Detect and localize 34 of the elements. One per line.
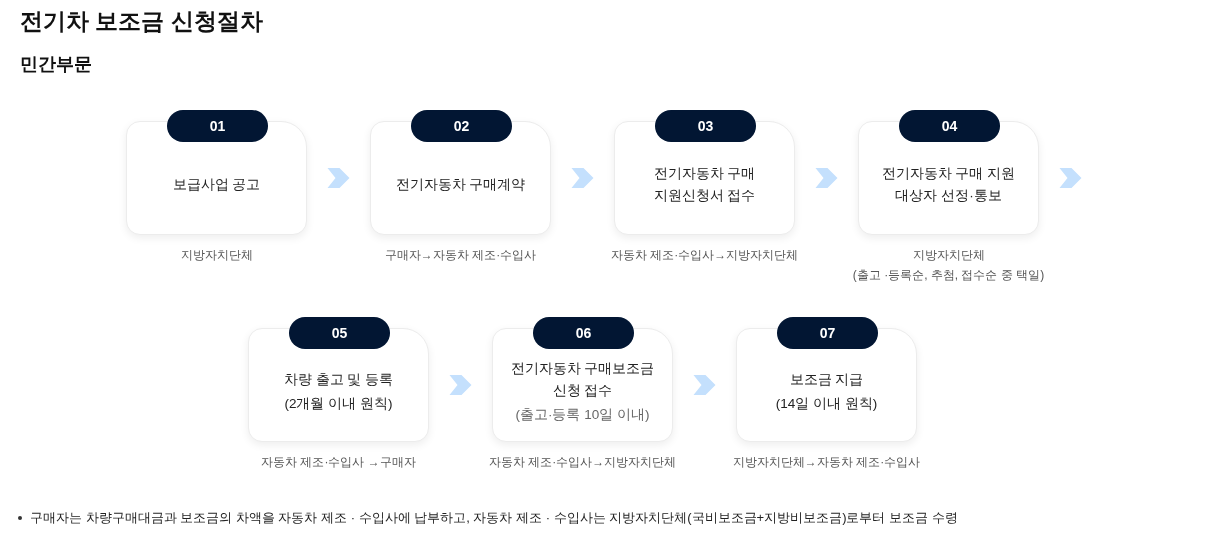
step-owner-text: 자동차 제조·수입사→지방자치단체 [488,454,677,471]
chevron-arrow [327,168,350,188]
step-number-badge: 01 [167,110,268,142]
step-note: (2개월 이내 원칙) [284,395,393,413]
chevron-arrow [449,375,472,395]
step-title: 보급사업 공고 [172,176,261,194]
step-number-badge: 07 [777,317,878,349]
step-number-badge: 04 [899,110,1000,142]
footnote-text: 구매자는 차량구매대금과 보조금의 차액을 자동차 제조 · 수입사에 납부하고, 자동차 제조 · 수입사는 지방자치단체(국비보조금+지방비보조금)로부터 보조금 수령 [30,509,958,527]
step-number-badge: 06 [533,317,634,349]
chevron-arrow [571,168,594,188]
step-note: (출고·등록 10일 이내) [515,406,650,424]
step-owner-text: 자동차 제조·수입사→지방자치단체 [610,247,799,264]
step-owner-text: 지방자치단체 [912,247,985,264]
step-title: 차량 출고 및 등록 [283,371,394,389]
step-title: 보조금 지급 [789,371,864,389]
section-heading: 민간부문 [20,53,92,76]
step-owner-text: (출고 ·등록순, 추첨, 접수순 중 택일) [852,267,1045,284]
step-number-badge: 05 [289,317,390,349]
chevron-arrow [815,168,838,188]
step-title: 전기자동차 구매 지원 대상자 선정·통보 [880,165,1017,205]
page-title: 전기차 보조금 신청절차 [20,7,263,36]
step-title: 전기자동차 구매보조금 신청 접수 [509,360,656,400]
step-owner-text: 자동차 제조·수입사 →구매자 [261,454,416,471]
step-number-badge: 03 [655,110,756,142]
step-owner-text: 지방자치단체 [180,247,253,264]
step-owner-text: 구매자→자동차 제조·수입사 [384,247,537,264]
step-title: 전기자동차 구매 지원신청서 접수 [652,165,757,205]
step-owner-text: 지방자치단체→자동차 제조·수입사 [732,454,921,471]
step-title: 전기자동차 구매계약 [395,176,526,194]
step-number-badge: 02 [411,110,512,142]
step-note: (14일 이내 원칙) [775,395,878,413]
chevron-arrow [693,375,716,395]
chevron-arrow [1059,168,1082,188]
